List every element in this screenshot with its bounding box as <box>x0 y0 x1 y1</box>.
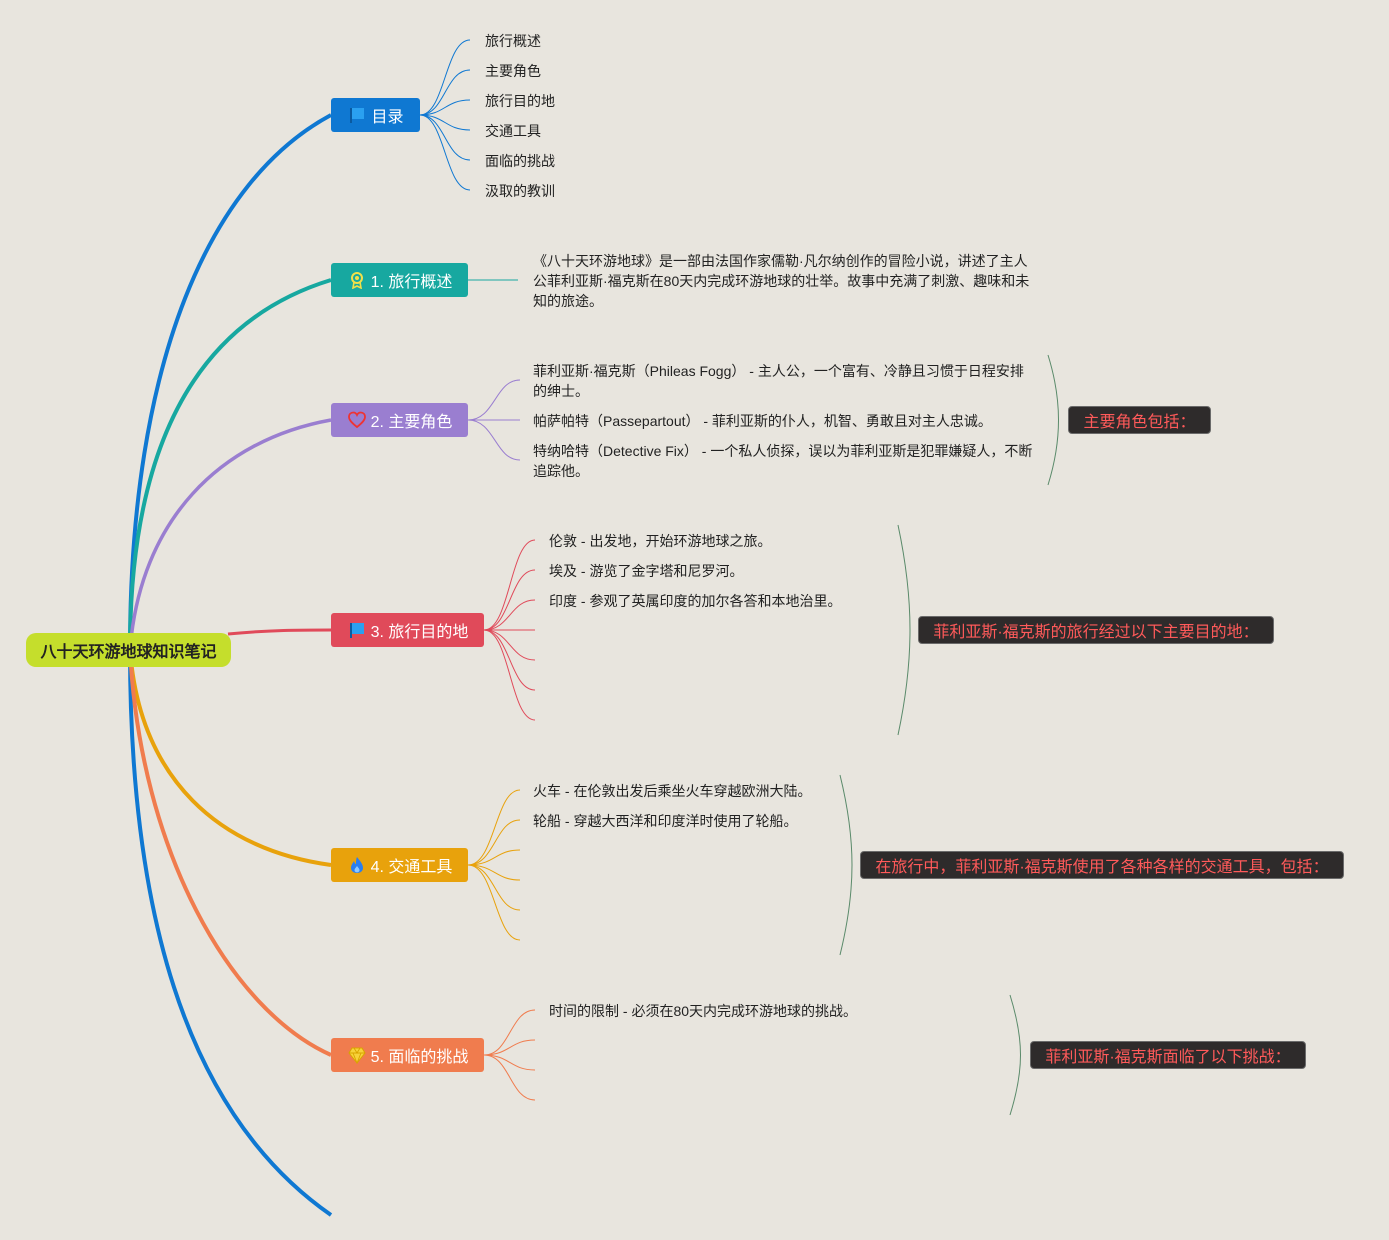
character-item[interactable]: 特纳哈特（Detective Fix） - 一个私人侦探，误以为菲利亚斯是犯罪嫌… <box>533 443 1033 479</box>
diamond-icon <box>347 1045 367 1065</box>
transport-summary-text: 在旅行中，菲利亚斯·福克斯使用了各种各样的交通工具，包括： <box>875 859 1329 876</box>
destination-item[interactable]: 伦敦 - 出发地，开始环游地球之旅。 <box>549 533 772 549</box>
topic-transport[interactable]: 4. 交通工具 <box>331 848 468 882</box>
challenges-summary-callout[interactable]: 菲利亚斯·福克斯面临了以下挑战： <box>1030 1041 1306 1069</box>
characters-summary-text: 主要角色包括： <box>1083 414 1196 431</box>
topic-characters-label: 2. 主要角色 <box>370 414 453 431</box>
root-topic[interactable]: 八十天环游地球知识笔记 <box>26 633 231 667</box>
character-item[interactable]: 帕萨帕特（Passepartout） - 菲利亚斯的仆人，机智、勇敢且对主人忠诚… <box>533 413 992 429</box>
toc-item[interactable]: 旅行概述 <box>485 33 541 49</box>
destination-item[interactable]: 埃及 - 游览了金字塔和尼罗河。 <box>549 563 744 579</box>
toc-item[interactable]: 旅行目的地 <box>485 93 555 109</box>
destinations-summary-text: 菲利亚斯·福克斯的旅行经过以下主要目的地： <box>933 624 1259 641</box>
toc-item[interactable]: 主要角色 <box>485 63 541 79</box>
transport-sub-lines <box>467 789 521 941</box>
branch-line-overview <box>128 278 332 651</box>
topic-overview-label: 1. 旅行概述 <box>370 274 453 291</box>
transport-summary-callout[interactable]: 在旅行中，菲利亚斯·福克斯使用了各种各样的交通工具，包括： <box>860 851 1344 879</box>
toc-item[interactable]: 汲取的教训 <box>485 183 555 199</box>
branch-line-characters <box>128 418 332 651</box>
branch-line-bottom <box>128 649 333 1217</box>
root-title: 八十天环游地球知识笔记 <box>40 644 217 661</box>
topic-destinations-label: 3. 旅行目的地 <box>370 624 469 641</box>
transport-item[interactable]: 火车 - 在伦敦出发后乘坐火车穿越欧洲大陆。 <box>533 783 812 799</box>
branch-line-toc <box>128 113 332 651</box>
topic-overview[interactable]: 1. 旅行概述 <box>331 263 468 297</box>
topic-challenges[interactable]: 5. 面临的挑战 <box>331 1038 484 1072</box>
destinations-summary-callout[interactable]: 菲利亚斯·福克斯的旅行经过以下主要目的地： <box>918 616 1274 644</box>
characters-sub-lines <box>467 379 521 461</box>
topic-challenges-label: 5. 面临的挑战 <box>370 1049 469 1066</box>
destinations-sub-lines <box>483 539 536 721</box>
award-ribbon-icon <box>347 270 367 290</box>
heart-icon <box>347 410 367 430</box>
toc-item[interactable]: 面临的挑战 <box>485 153 555 169</box>
challenges-summary-text: 菲利亚斯·福克斯面临了以下挑战： <box>1045 1049 1291 1066</box>
branch-line-transport <box>128 649 332 867</box>
topic-transport-label: 4. 交通工具 <box>370 859 453 876</box>
toc-item[interactable]: 交通工具 <box>485 123 541 139</box>
square-flag-icon <box>347 620 367 640</box>
toc-sub-lines <box>419 39 471 191</box>
challenges-sub-lines <box>483 1009 536 1101</box>
challenge-item[interactable]: 时间的限制 - 必须在80天内完成环游地球的挑战。 <box>549 1003 858 1019</box>
summary-brackets <box>839 354 1059 1116</box>
topic-characters[interactable]: 2. 主要角色 <box>331 403 468 437</box>
transport-item[interactable]: 轮船 - 穿越大西洋和印度洋时使用了轮船。 <box>533 813 798 829</box>
topic-destinations[interactable]: 3. 旅行目的地 <box>331 613 484 647</box>
flame-icon <box>347 855 367 875</box>
flag-icon <box>347 105 367 125</box>
character-item[interactable]: 菲利亚斯·福克斯（Phileas Fogg） - 主人公，一个富有、冷静且习惯于… <box>533 363 1024 399</box>
branch-line-destinations <box>227 628 332 636</box>
destination-item[interactable]: 印度 - 参观了英属印度的加尔各答和本地治里。 <box>549 593 842 609</box>
overview-text[interactable]: 《八十天环游地球》是一部由法国作家儒勒·凡尔纳创作的冒险小说，讲述了主人公菲利亚… <box>533 253 1030 309</box>
topic-toc-label: 目录 <box>371 109 404 126</box>
branch-line-challenges <box>128 649 332 1057</box>
characters-summary-callout[interactable]: 主要角色包括： <box>1068 406 1211 434</box>
topic-toc[interactable]: 目录 <box>331 98 420 132</box>
